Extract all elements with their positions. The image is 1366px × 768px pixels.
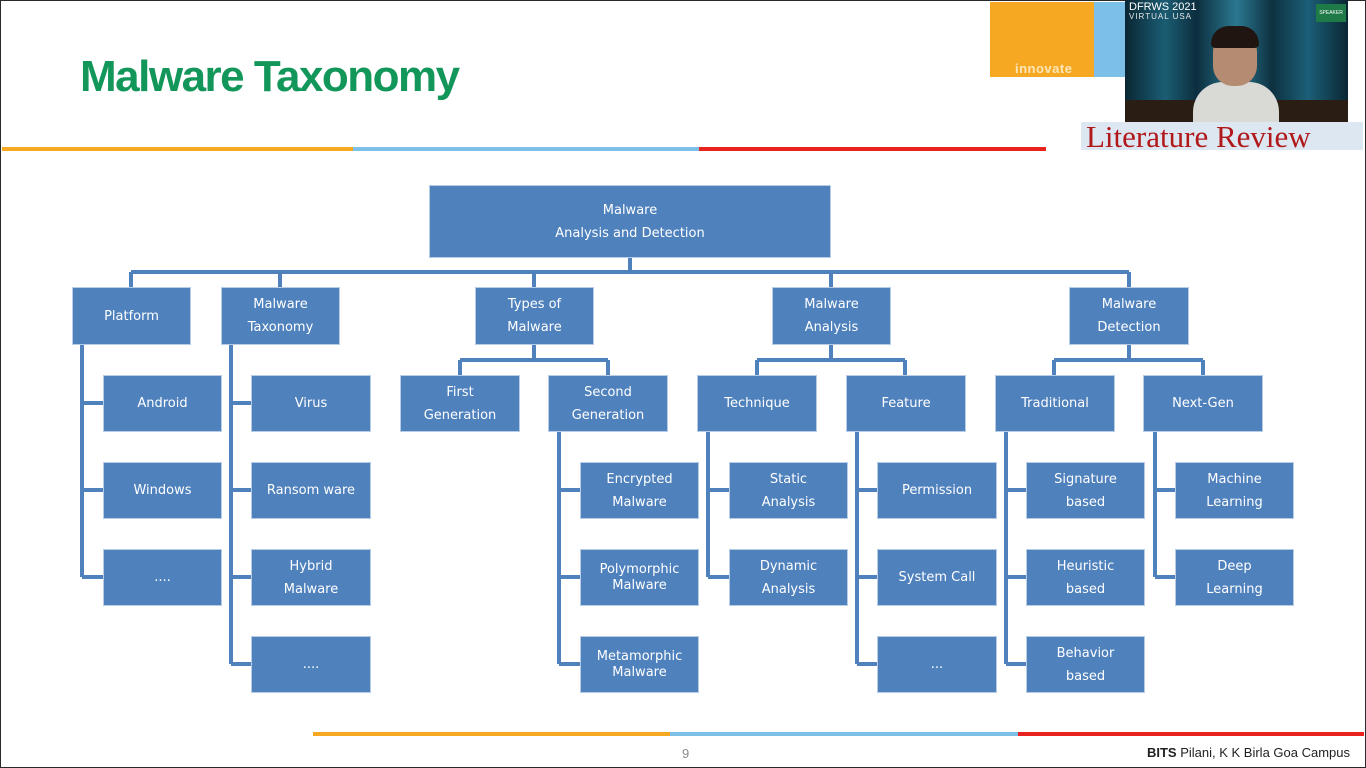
node-traditional: Traditional [995,375,1115,432]
page-number: 9 [682,746,690,761]
node-malware-detection: Malware Detection [1069,287,1189,345]
node-first-generation: First Generation [400,375,520,432]
footer-campus: BITS Pilani, K K Birla Goa Campus [1147,745,1350,760]
node-taxonomy-more: .... [251,636,371,693]
node-types-of-malware: Types of Malware [475,287,594,345]
video-brand-sub: VIRTUAL USA [1129,12,1193,21]
node-dynamic-analysis: Dynamic Analysis [729,549,848,606]
top-stripe-blue [353,147,699,151]
node-next-gen: Next-Gen [1143,375,1263,432]
node-behavior-based: Behavior based [1026,636,1145,693]
node-windows: Windows [103,462,222,519]
node-android: Android [103,375,222,432]
slide-title: Malware Taxonomy [80,52,460,101]
node-static-analysis: Static Analysis [729,462,848,519]
bottom-stripe-orange [313,732,670,736]
speaker-hair [1211,26,1259,48]
logo-text: innovate [1015,61,1073,76]
node-polymorphic-malware: Polymorphic Malware [580,549,699,606]
node-deep-learning: Deep Learning [1175,549,1294,606]
node-heuristic-based: Heuristic based [1026,549,1145,606]
node-signature-based: Signature based [1026,462,1145,519]
logo-blue-block [1094,2,1125,77]
bottom-stripe-red [1018,732,1364,736]
node-encrypted-malware: Encrypted Malware [580,462,699,519]
speaker-badge: SPEAKER [1316,4,1346,22]
node-malware-analysis: Malware Analysis [772,287,891,345]
node-feature: Feature [846,375,966,432]
node-permission: Permission [877,462,997,519]
node-platform: Platform [72,287,191,345]
bottom-stripe-blue [670,732,1018,736]
speaker-body [1193,82,1279,124]
node-technique: Technique [697,375,817,432]
node-virus: Virus [251,375,371,432]
footer-bits: BITS [1146,745,1177,760]
node-hybrid-malware: Hybrid Malware [251,549,371,606]
node-root: Malware Analysis and Detection [429,185,831,258]
node-feature-more: ... [877,636,997,693]
literature-review-bg [1081,122,1363,150]
node-system-call: System Call [877,549,997,606]
node-machine-learning: Machine Learning [1175,462,1294,519]
node-ransomware: Ransom ware [251,462,371,519]
node-metamorphic-malware: Metamorphic Malware [580,636,699,693]
literature-review-label: Literature Review [1086,119,1311,154]
node-second-generation: Second Generation [548,375,668,432]
node-malware-taxonomy: Malware Taxonomy [221,287,340,345]
top-stripe-red [699,147,1046,151]
video-brand-label: DFRWS 2021 [1129,1,1197,13]
speaker-video: DFRWS 2021 VIRTUAL USA SPEAKER [1125,0,1348,124]
node-platform-more: .... [103,549,222,606]
top-stripe-orange [2,147,353,151]
logo-orange-block [990,2,1094,77]
footer-campus-text: Pilani, K K Birla Goa Campus [1176,745,1350,760]
